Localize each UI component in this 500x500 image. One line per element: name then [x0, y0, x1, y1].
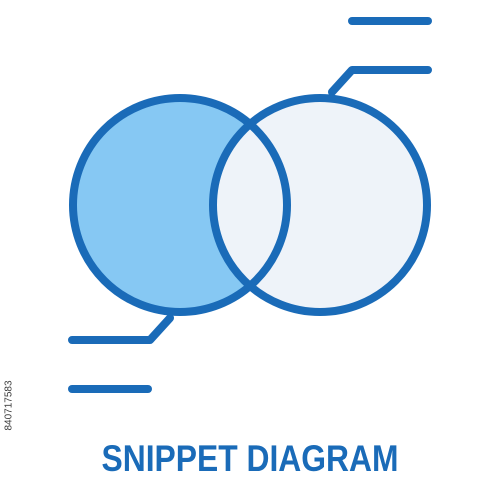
icon-caption: SNIPPET DIAGRAM: [101, 438, 399, 479]
overlap-region: [213, 98, 287, 312]
stock-id: 840717583: [3, 380, 15, 431]
left-circle: [69, 94, 291, 316]
bottom-left-leader-line: [68, 314, 174, 344]
right-circle: [209, 94, 431, 316]
top-right-leader-line: [328, 66, 432, 96]
